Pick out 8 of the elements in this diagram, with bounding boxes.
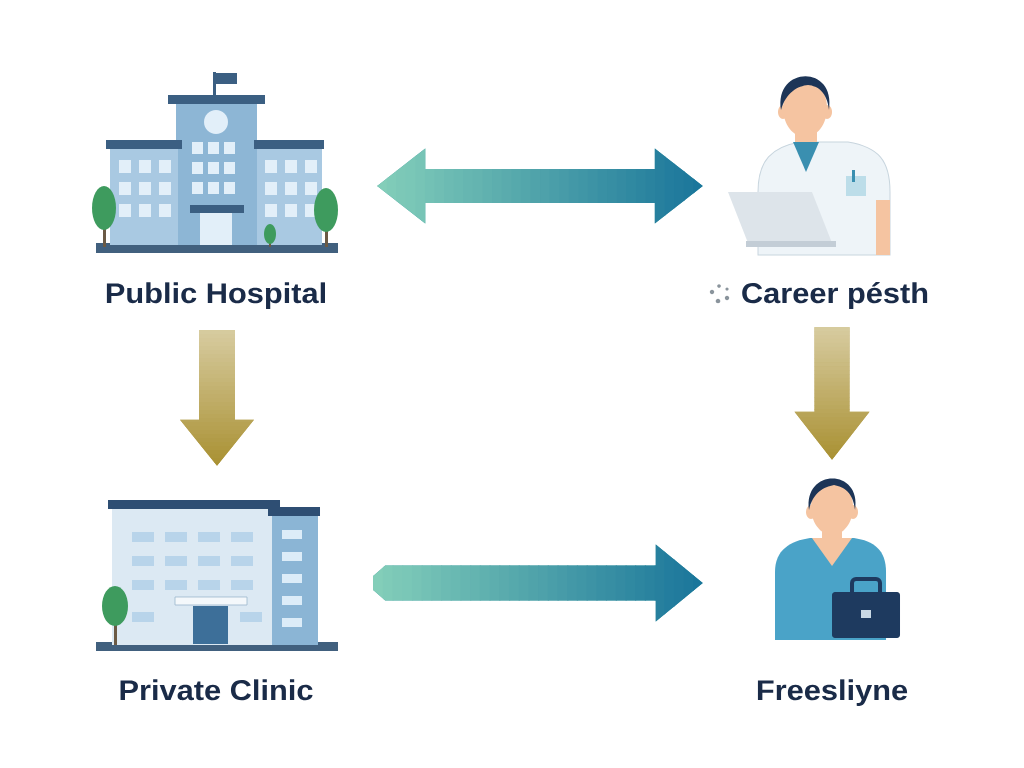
node-label: Career pésth bbox=[742, 282, 928, 309]
node-label: Private Clinic bbox=[120, 679, 313, 701]
arrow bbox=[794, 327, 870, 460]
arrow bbox=[180, 330, 254, 466]
node-label: Public Hospital bbox=[106, 282, 325, 309]
node-label: Freesliyne bbox=[757, 679, 908, 706]
double-arrow bbox=[377, 148, 703, 224]
arrow bbox=[373, 544, 703, 622]
